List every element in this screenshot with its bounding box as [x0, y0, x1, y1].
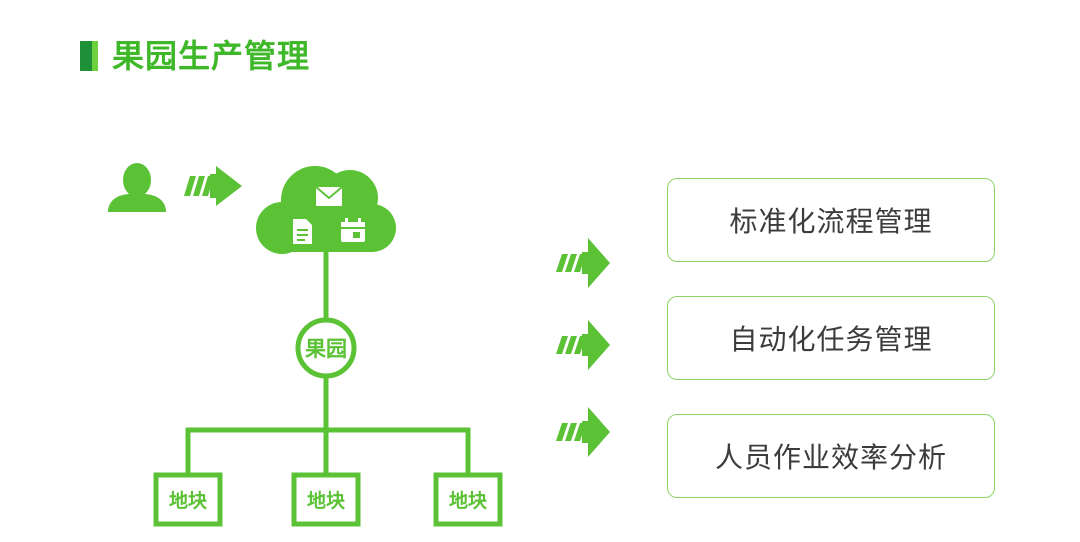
- arrow-icon: [184, 166, 242, 206]
- document-icon: [293, 219, 312, 244]
- feature-box: 自动化任务管理: [667, 296, 995, 380]
- orchard-label: 果园: [305, 337, 347, 361]
- feature-label: 自动化任务管理: [729, 323, 933, 356]
- orchard-node: 果园: [295, 317, 357, 379]
- feature-box: 标准化流程管理: [667, 178, 995, 262]
- title-accent-bar: [80, 41, 98, 71]
- arrow-icon: [556, 238, 610, 288]
- arrow-icon: [556, 407, 610, 457]
- plot-label: 地块: [449, 489, 488, 512]
- plot-label: 地块: [307, 489, 346, 512]
- calendar-icon: [341, 218, 365, 242]
- feature-label: 人员作业效率分析: [714, 441, 947, 474]
- plot-node: 地块: [291, 472, 361, 527]
- user-icon: [108, 163, 166, 212]
- feature-box: 人员作业效率分析: [667, 414, 995, 498]
- plot-node: 地块: [433, 472, 503, 527]
- page-title: 果园生产管理: [112, 37, 311, 75]
- plot-label: 地块: [169, 489, 208, 512]
- cloud-icon: [256, 166, 396, 254]
- title-section: 果园生产管理: [80, 34, 310, 78]
- plot-node: 地块: [153, 472, 223, 527]
- arrow-icon: [556, 320, 610, 370]
- feature-label: 标准化流程管理: [729, 205, 933, 238]
- mail-icon: [315, 186, 343, 206]
